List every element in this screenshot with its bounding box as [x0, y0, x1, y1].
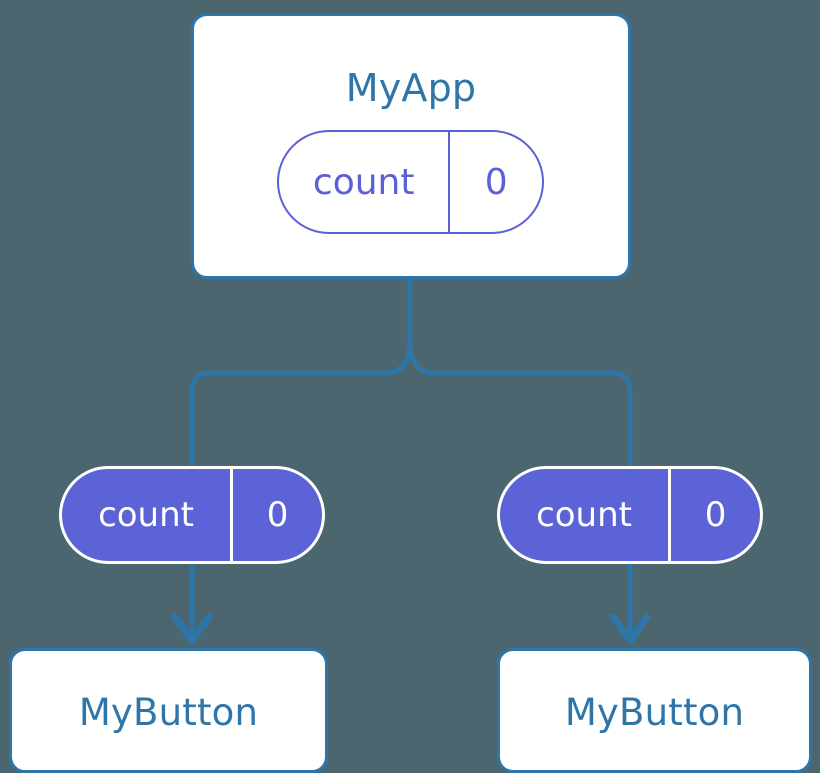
- state-value-child-left: 0: [230, 469, 322, 561]
- component-card-mybutton-right[interactable]: MyButton: [497, 648, 812, 773]
- state-pill-root[interactable]: count 0: [277, 130, 544, 234]
- arrow-down-left: [171, 564, 213, 645]
- component-label-mybutton-right: MyButton: [564, 691, 745, 734]
- fork-branch-left: [189, 346, 413, 466]
- component-label-myapp: MyApp: [345, 66, 477, 110]
- state-value-root: 0: [448, 132, 542, 232]
- component-card-mybutton-left[interactable]: MyButton: [9, 648, 328, 773]
- state-pill-child-left[interactable]: count 0: [59, 466, 325, 564]
- state-key-child-left: count: [98, 495, 194, 535]
- state-key-root: count: [312, 161, 415, 203]
- fork-branch-right: [407, 346, 633, 466]
- component-label-mybutton-left: MyButton: [78, 691, 259, 734]
- state-key-child-right: count: [536, 495, 632, 535]
- state-pill-child-right[interactable]: count 0: [497, 466, 763, 564]
- state-value-child-right: 0: [668, 469, 760, 561]
- arrow-down-right: [609, 564, 651, 645]
